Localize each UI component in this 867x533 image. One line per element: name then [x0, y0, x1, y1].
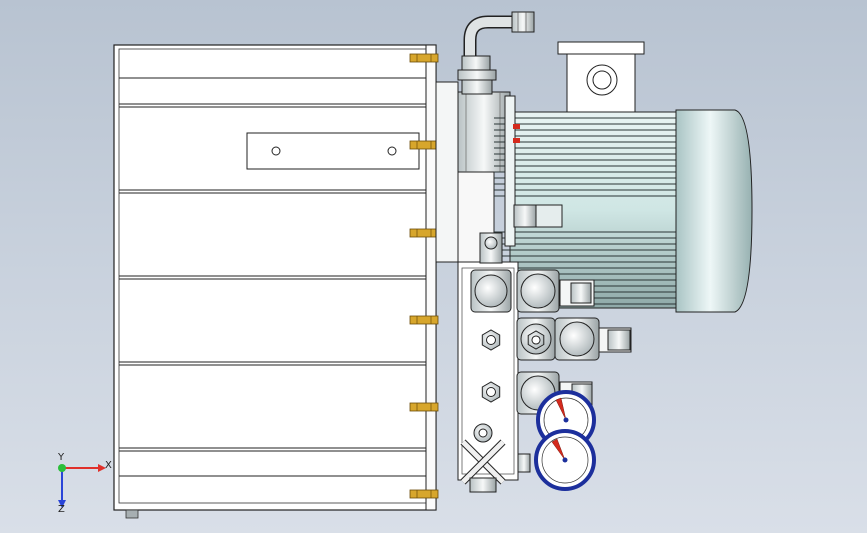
pressure-pipe-elbow[interactable]	[457, 11, 535, 95]
bolt	[409, 489, 439, 499]
bell-housing[interactable]	[435, 81, 511, 263]
tank-body[interactable]	[113, 44, 437, 511]
adjust-nut-center[interactable]	[527, 330, 545, 350]
tank-panel-lines	[119, 77, 426, 477]
valve-cap-small[interactable]	[559, 279, 595, 307]
check-valve[interactable]	[470, 269, 512, 313]
valve-stack[interactable]	[470, 269, 632, 415]
adjust-nut-upper[interactable]	[481, 329, 501, 351]
shutoff-valve-handle[interactable]	[460, 423, 531, 493]
directional-valve[interactable]	[554, 317, 600, 361]
flange-bolts	[409, 53, 439, 499]
pressure-gauge-lower[interactable]	[534, 429, 596, 491]
bolt	[409, 53, 439, 63]
y-axis-label: Y	[58, 452, 65, 463]
x-axis-label: X	[105, 460, 112, 471]
electric-motor[interactable]	[494, 41, 753, 313]
bolt	[409, 315, 439, 325]
tank-flange	[425, 44, 437, 511]
bolt	[409, 228, 439, 238]
oil-tank[interactable]	[113, 44, 437, 519]
coordinate-triad	[58, 464, 106, 508]
tank-foot	[125, 509, 139, 519]
adjust-nut-lower[interactable]	[481, 381, 501, 403]
relief-valve[interactable]	[516, 269, 560, 313]
z-axis-label: Z	[58, 504, 65, 515]
terminal-box[interactable]	[557, 41, 645, 115]
level-plate[interactable]	[246, 132, 420, 170]
bolt	[409, 140, 439, 150]
bolt	[409, 402, 439, 412]
valve-cap-side[interactable]	[598, 327, 632, 353]
fan-cover[interactable]	[675, 109, 753, 313]
